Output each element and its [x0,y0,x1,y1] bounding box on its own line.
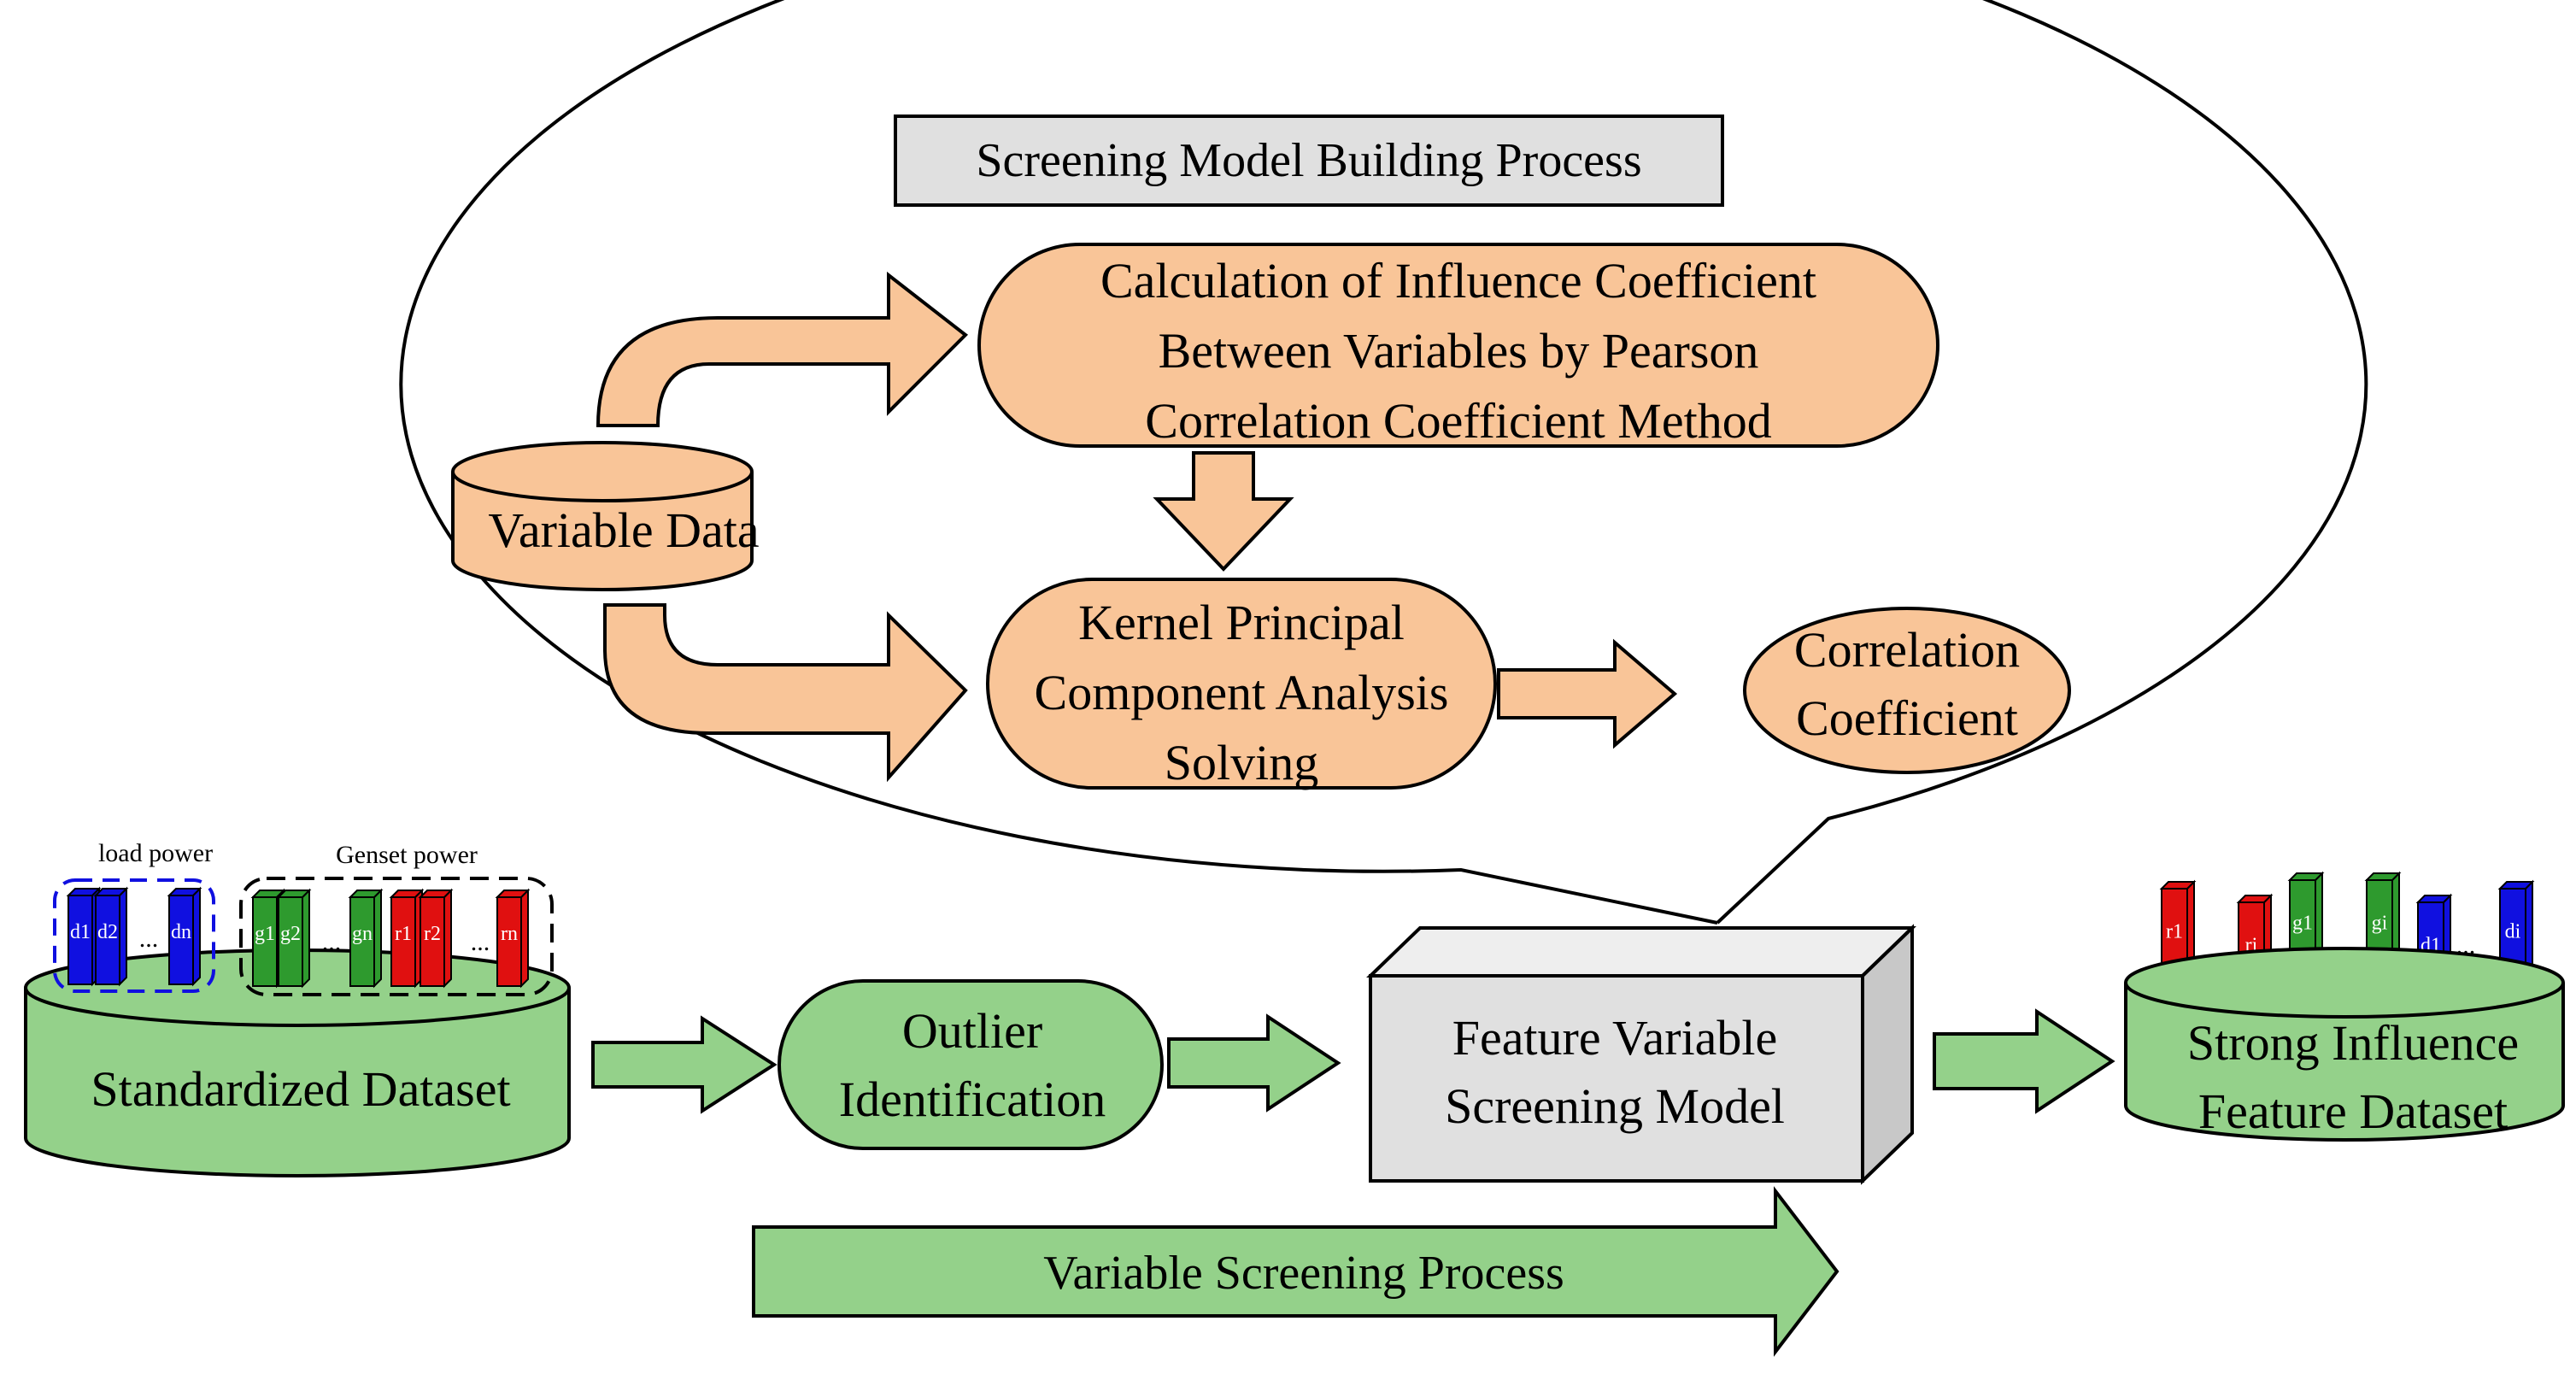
load-power-bar-d2: d2 [93,886,129,987]
correlation-line-2: Coefficient [1796,690,2018,746]
genset-power-group-outline [239,877,554,996]
load-power-label: load power [98,839,213,867]
outlier-line-2: Identification [839,1072,1106,1127]
feature-model-line-1: Feature Variable [1452,1010,1778,1066]
strong-dataset-bar-g1-label: g1 [2292,913,2313,935]
variable-data-label: Variable Data [488,502,759,558]
pearson-box [977,243,1939,448]
variable-data-cylinder [451,441,754,591]
arrow-kpca-to-correlation [1497,638,1678,749]
arrow-pearson-to-kpca [1153,451,1294,572]
strong-dataset-cylinder [2124,947,2565,1142]
genset-power-bar-rn-label: rn [501,923,518,945]
strong-line-2: Feature Dataset [2198,1083,2508,1139]
feature-model-line-2: Screening Model [1445,1078,1785,1134]
genset-power-bar-r1: r1 [389,888,425,989]
kpca-line-1: Kernel Principal [1078,595,1405,650]
genset-power-bar-r2: r2 [418,888,454,989]
genset-power-bar-g1-label: g1 [255,923,275,945]
outlier-box [777,979,1164,1150]
genset-power-label: Genset power [336,841,478,869]
kpca-line-2: Component Analysis [1035,665,1449,720]
strong-dataset-bar-r1-label: r1 [2166,921,2183,943]
arrow-to-outlier [591,1015,777,1114]
load-power-dots: ... [139,925,159,953]
genset-gn-dots: ... [322,928,342,956]
variable-screening-process-label: Variable Screening Process [1043,1247,1564,1300]
pearson-line-1: Calculation of Influence Coefficient [1100,253,1816,308]
load-power-bar-dn-label: dn [171,921,191,943]
genset-power-bar-rn: rn [495,888,531,989]
genset-power-bar-gn: gn [348,888,384,989]
load-power-bar-d1: d1 [66,886,102,987]
strong-dataset-bar-gi-label: gi [2372,913,2388,935]
feature-model-box [1366,924,1916,1185]
genset-power-bar-g2-label: g2 [280,923,301,945]
correlation-line-1: Correlation [1794,622,2020,678]
variable-screening-process-arrow [752,1186,1840,1357]
kpca-line-3: Solving [1165,735,1319,790]
load-power-bar-d1-label: d1 [70,921,91,943]
genset-power-bar-gn-label: gn [352,923,373,945]
arrow-to-kpca [603,603,968,783]
strong-line-1: Strong Influence [2187,1015,2519,1071]
genset-power-bar-g1: g1 [250,888,286,989]
pearson-line-3: Correlation Coefficient Method [1145,393,1771,449]
kpca-box [986,578,1497,790]
pearson-line-2: Between Variables by Pearson [1159,323,1759,379]
arrow-to-strong-dataset [1933,1008,2115,1114]
title-text: Screening Model Building Process [976,134,1641,187]
standardized-label: Standardized Dataset [91,1061,510,1117]
genset-rn-dots: ... [471,928,490,956]
load-power-bar-d2-label: d2 [97,921,118,943]
strong-dataset-bar-di-label: di [2505,921,2521,943]
outlier-line-1: Outlier [902,1003,1042,1059]
load-power-bar-dn: dn [167,886,202,987]
arrow-to-feature-model [1167,1013,1341,1113]
arrow-to-pearson [596,271,969,427]
strong-dots: ... [2456,931,2476,960]
load-power-group-outline [53,878,215,993]
correlation-ellipse [1743,607,2071,774]
genset-power-bar-g2: g2 [276,888,312,989]
title-box [894,114,1724,207]
genset-power-bar-r2-label: r2 [424,923,441,945]
genset-power-bar-r1-label: r1 [395,923,412,945]
